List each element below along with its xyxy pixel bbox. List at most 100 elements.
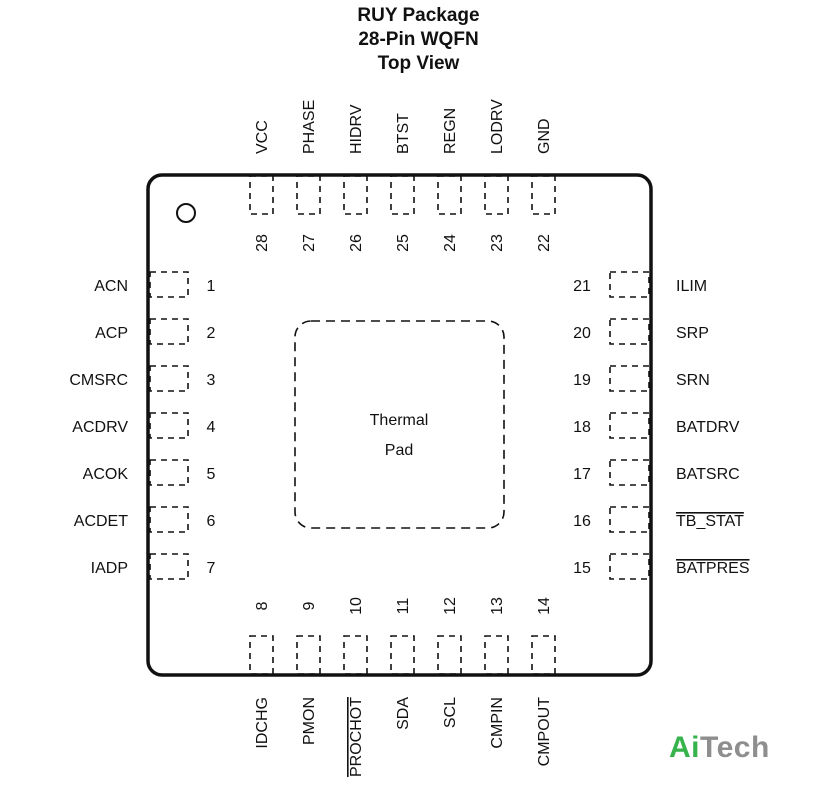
pin-pad: [437, 635, 462, 675]
pin-number: 7: [207, 560, 216, 577]
pin-pad: [249, 635, 274, 675]
pin-number: 4: [207, 419, 216, 436]
pin-name: ACN: [94, 278, 128, 295]
pin-pad: [484, 175, 509, 215]
thermal-pad-label-line2: Pad: [385, 442, 413, 459]
pin-1-acn: 1 ACN: [94, 271, 216, 298]
pin-number: 15: [573, 560, 591, 577]
pin-name: ILIM: [676, 278, 707, 295]
pin-number: 13: [489, 597, 506, 615]
pin-name: ACOK: [83, 466, 129, 483]
pin-pad: [149, 412, 189, 439]
pin-name: IDCHG: [254, 697, 271, 749]
pin-pad: [149, 365, 189, 392]
pin-number: 3: [207, 372, 216, 389]
pin-name: CMPIN: [489, 697, 506, 749]
pin-pad: [390, 635, 415, 675]
pin-number: 12: [442, 597, 459, 615]
pin-pad: [531, 175, 556, 215]
pin-pad: [149, 459, 189, 486]
pin-number: 28: [254, 234, 271, 252]
pin-pad: [609, 365, 650, 392]
pin-name: REGN: [442, 108, 459, 154]
pin-number: 25: [395, 234, 412, 252]
pin-17-batsrc: 17 BATSRC: [573, 459, 740, 486]
pin-number: 21: [573, 278, 591, 295]
pin-number: 8: [254, 601, 271, 610]
pin-number: 17: [573, 466, 591, 483]
pin-pad: [296, 635, 321, 675]
pin-pad: [437, 175, 462, 215]
pin-pad: [149, 318, 189, 345]
pin-28-vcc: 28 VCC: [249, 120, 274, 252]
pin-name: GND: [536, 118, 553, 154]
pin-pad: [149, 506, 189, 533]
pin-15-batpres: 15 BATPRES: [573, 553, 750, 580]
pin-number: 26: [348, 234, 365, 252]
pin-name: ACDET: [74, 513, 128, 530]
pin-number: 9: [301, 601, 318, 610]
pin-name: SRN: [676, 372, 710, 389]
pin-6-acdet: 6 ACDET: [74, 506, 216, 533]
pin-number: 16: [573, 513, 591, 530]
pin-number: 6: [207, 513, 216, 530]
pin-pad: [249, 175, 274, 215]
thermal-pad-label-line1: Thermal: [370, 412, 429, 429]
aitech-watermark-logo: AiTech: [669, 731, 770, 764]
pin-pad: [609, 412, 650, 439]
pin-name: BATSRC: [676, 466, 740, 483]
pin-number: 10: [348, 597, 365, 615]
pin-pad: [343, 635, 368, 675]
pin-name: SRP: [676, 325, 709, 342]
pin-number: 5: [207, 466, 216, 483]
pin1-marker-icon: [176, 203, 196, 223]
pin-26-hidrv: 26 HIDRV: [343, 104, 368, 252]
pin-name: HIDRV: [348, 104, 365, 154]
pin-pad: [609, 318, 650, 345]
thermal-pad: [294, 320, 505, 529]
pin-name: BATPRES: [676, 560, 750, 577]
title-line-pins: 28-Pin WQFN: [358, 29, 479, 50]
pin-number: 1: [207, 278, 216, 295]
pin-number: 23: [489, 234, 506, 252]
pin-pad: [609, 459, 650, 486]
pin-pad: [390, 175, 415, 215]
pin-name: BATDRV: [676, 419, 740, 436]
pin-name: SCL: [442, 697, 459, 728]
pin-5-acok: 5 ACOK: [83, 459, 216, 486]
pin-pad: [149, 271, 189, 298]
pin-7-iadp: 7 IADP: [91, 553, 216, 580]
pin-name: PMON: [301, 697, 318, 745]
pin-name: IADP: [91, 560, 128, 577]
pin-name: CMPOUT: [536, 697, 553, 767]
pin-pad: [609, 271, 650, 298]
pin-name: VCC: [254, 120, 271, 154]
pin-pad: [296, 175, 321, 215]
pin-pad: [531, 635, 556, 675]
title-line-view: Top View: [377, 53, 460, 74]
pin-name: SDA: [395, 697, 412, 730]
pin-name: PROCHOT: [348, 697, 365, 777]
package-outline: [146, 173, 653, 677]
pin-number: 27: [301, 234, 318, 252]
pin-number: 11: [395, 598, 412, 615]
pin-pad: [609, 553, 650, 580]
pin-pad: [149, 553, 189, 580]
